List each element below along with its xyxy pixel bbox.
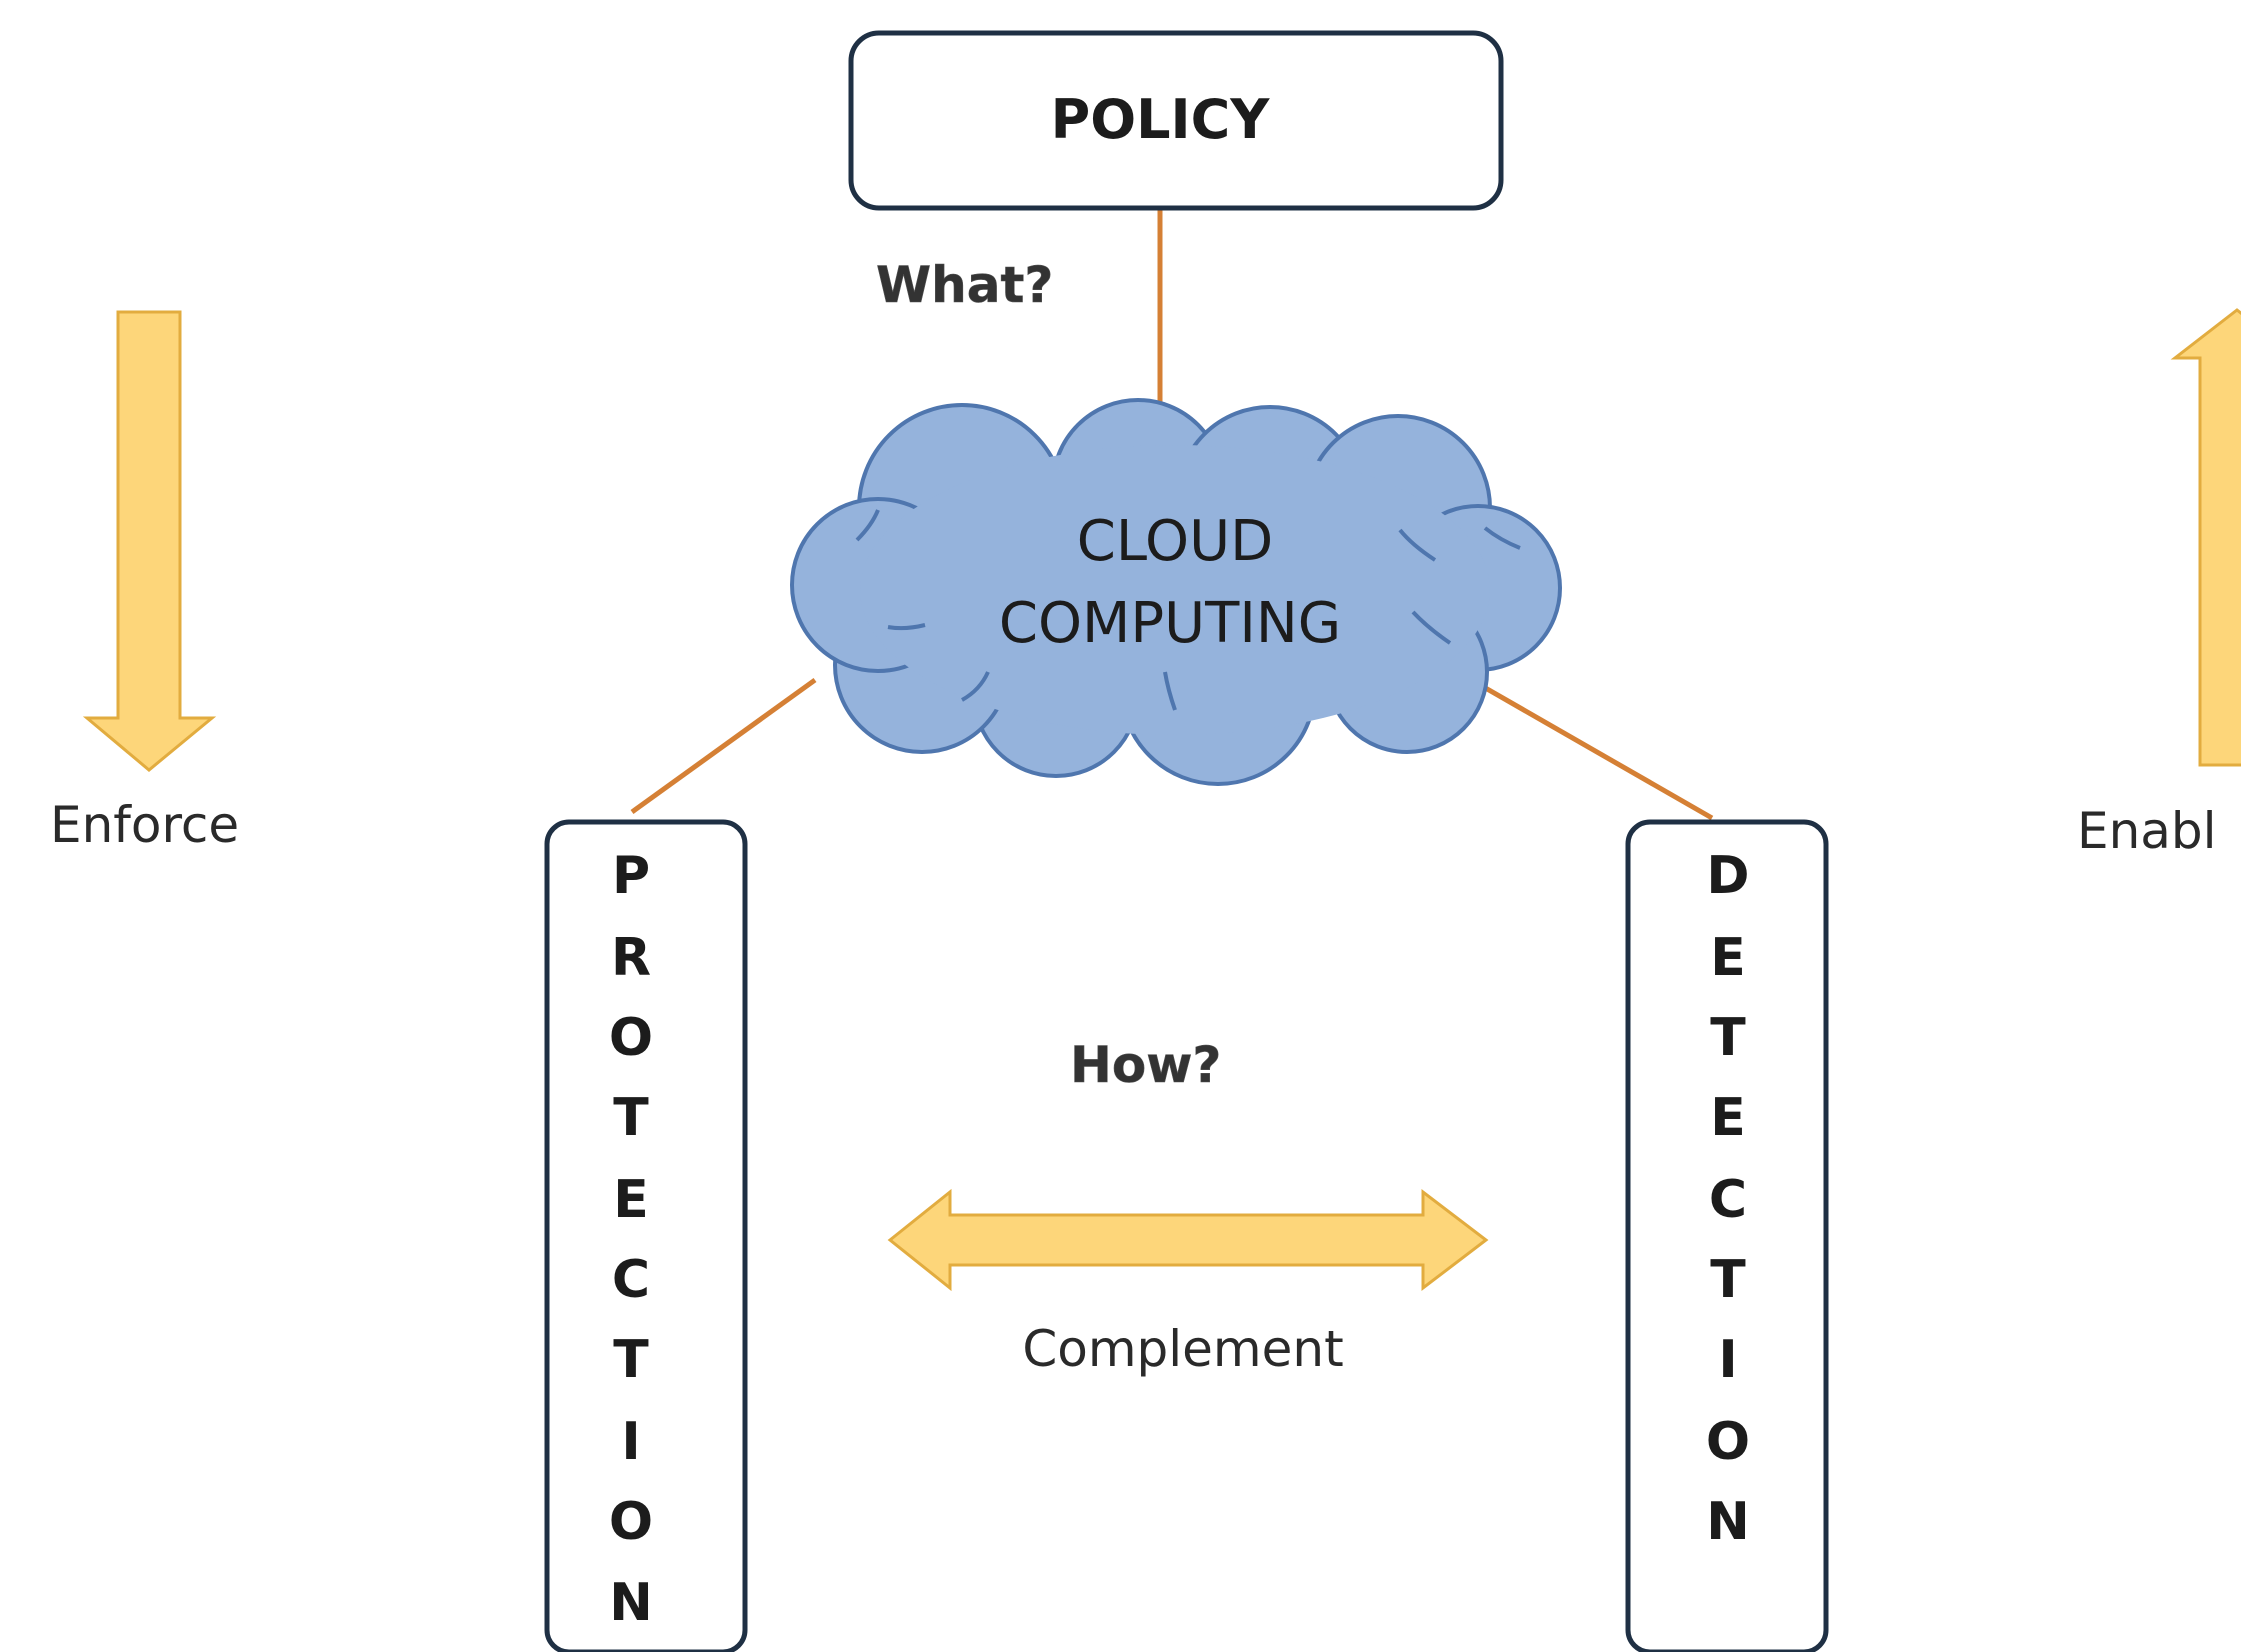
cloud-label-line1: CLOUD [1077, 509, 1274, 574]
complement-label: Complement [1022, 1320, 1343, 1378]
enforce-label: Enforce [50, 796, 239, 854]
enforce-arrow-icon [82, 310, 217, 772]
detection-letter: C [1709, 1170, 1747, 1230]
protection-letter: C [612, 1250, 650, 1310]
connector-cloud-detection [1473, 679, 1714, 821]
detection-box [1625, 819, 1829, 1652]
protection-letter: E [613, 1170, 649, 1230]
policy-node: POLICY [848, 30, 1504, 211]
cloud-label-line2: COMPUTING [999, 591, 1341, 656]
complement-arrow-icon [887, 1188, 1489, 1292]
complement-label-bg [978, 1318, 1392, 1378]
detection-letter: N [1706, 1492, 1750, 1552]
enable-arrow-icon [2170, 308, 2241, 767]
detection-letter: D [1706, 846, 1749, 906]
protection-letter: R [611, 928, 651, 988]
protection-node: P R O T E C T I O N [544, 819, 748, 1652]
how-label: How? [1070, 1036, 1221, 1094]
protection-letter: O [609, 1008, 653, 1068]
detection-letter: E [1710, 928, 1746, 988]
connector-cloud-protection [630, 677, 817, 815]
protection-box [544, 819, 748, 1652]
protection-letter: T [613, 1088, 649, 1148]
policy-box [848, 30, 1504, 211]
cloud-node: CLOUD COMPUTING [790, 398, 1562, 786]
protection-label: P R O T E C T I O N [609, 846, 653, 1633]
detection-letter: T [1710, 1250, 1746, 1310]
detection-label: D E T E C T I O N [1706, 846, 1750, 1552]
detection-node: D E T E C T I O N [1625, 819, 1829, 1652]
cloud-core [860, 445, 1490, 735]
protection-letter: T [613, 1330, 649, 1390]
protection-letter: P [612, 846, 650, 906]
detection-letter: I [1718, 1330, 1737, 1390]
protection-letter: N [609, 1573, 653, 1633]
detection-letter: E [1710, 1088, 1746, 1148]
what-label: What? [876, 256, 1053, 314]
policy-label: POLICY [1051, 88, 1271, 151]
detection-letter: T [1710, 1008, 1746, 1068]
protection-letter: I [621, 1412, 640, 1472]
detection-letter: O [1706, 1412, 1750, 1472]
enable-label: Enabl [2077, 802, 2217, 860]
protection-letter: O [609, 1492, 653, 1552]
cloud-inner-arcs [855, 509, 1521, 711]
